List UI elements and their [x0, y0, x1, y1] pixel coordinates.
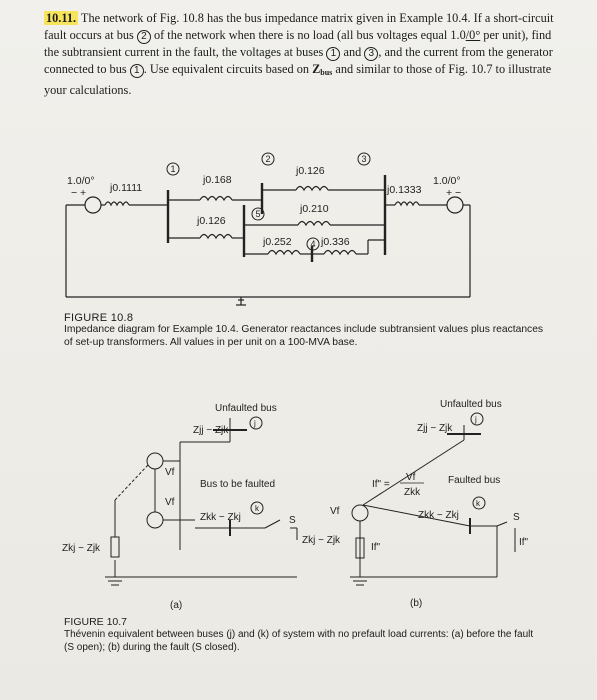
line-43-reactance: j0.336 [320, 236, 350, 248]
svg-text:k: k [476, 499, 481, 508]
zjj-zjk-label-b: Zjj − Zjk [417, 423, 453, 434]
problem-statement: 10.11. The network of Fig. 10.8 has the … [44, 11, 554, 97]
svg-text:k: k [255, 504, 260, 513]
figure-10-8-caption: Impedance diagram for Example 10.4. Gene… [64, 324, 544, 348]
figure-10-8-title: FIGURE 10.8 [64, 312, 134, 324]
zkj-zjk-label-a: Zkj − Zjk [62, 543, 101, 554]
inductor-j01111 [104, 201, 130, 207]
line-23-reactance: j0.126 [295, 165, 325, 177]
switch-s-label-b: S [513, 512, 520, 523]
if-label-left: If" [371, 542, 381, 553]
line-53-reactance: j0.210 [299, 203, 329, 215]
if-label-right: If" [519, 537, 529, 548]
left-gen-reactance: j0.1111 [109, 182, 142, 194]
bus-to-be-faulted-label: Bus to be faulted [200, 479, 275, 490]
figure-b-label: (b) [410, 598, 422, 609]
figure-10-7b-diagram [350, 425, 516, 586]
vf-top-label: Vf [165, 467, 175, 478]
unfaulted-bus-label-b: Unfaulted bus [440, 399, 502, 410]
figure-10-7a-diagram [105, 418, 298, 586]
figure-a-label: (a) [170, 600, 182, 611]
right-generator-symbol [446, 196, 464, 214]
zkk-denominator: Zkk [404, 487, 421, 498]
switch-s-label-a: S [289, 515, 296, 526]
left-gen-voltage: 1.0/0° [67, 175, 95, 187]
bus-1-label: 1 [170, 164, 175, 174]
right-gen-voltage: 1.0/0° [433, 175, 461, 187]
bus-5-label: 5 [255, 209, 260, 219]
problem-number: 10.11. [44, 11, 79, 25]
left-generator-symbol [84, 196, 102, 214]
vf-bottom-label: Vf [165, 497, 175, 508]
vf-numerator: Vf [406, 472, 416, 483]
zkj-zjk-label-b: Zkj − Zjk [302, 535, 341, 546]
zkk-zkj-label-a: Zkk − Zkj [200, 512, 241, 523]
faulted-bus-label: Faulted bus [448, 475, 500, 486]
zkk-zkj-label-b: Zkk − Zkj [418, 510, 459, 521]
figure-10-7-caption: Thévenin equivalent between buses (j) an… [64, 629, 534, 653]
line-12-reactance: j0.168 [202, 174, 232, 186]
svg-text:j: j [253, 419, 256, 428]
svg-text:+ −: + − [446, 187, 461, 199]
zjj-zjk-label-a: Zjj − Zjk [193, 425, 229, 436]
bus-2-label: 2 [265, 154, 270, 164]
line-54-reactance: j0.252 [262, 236, 292, 248]
vf-label-b: Vf [330, 506, 340, 517]
bus-1-marker: 1 [129, 63, 144, 78]
bus-3-label: 3 [361, 154, 366, 164]
line-15-reactance: j0.126 [196, 215, 226, 227]
bus-4-label: 4 [310, 239, 315, 249]
svg-text:j: j [474, 415, 477, 424]
unfaulted-bus-label-a: Unfaulted bus [215, 403, 277, 414]
svg-text:− +: − + [71, 187, 86, 199]
right-gen-reactance: j0.1333 [386, 184, 422, 196]
figure-10-7-title: FIGURE 10.7 [64, 616, 128, 628]
if-equals-label: If" = [372, 479, 390, 490]
